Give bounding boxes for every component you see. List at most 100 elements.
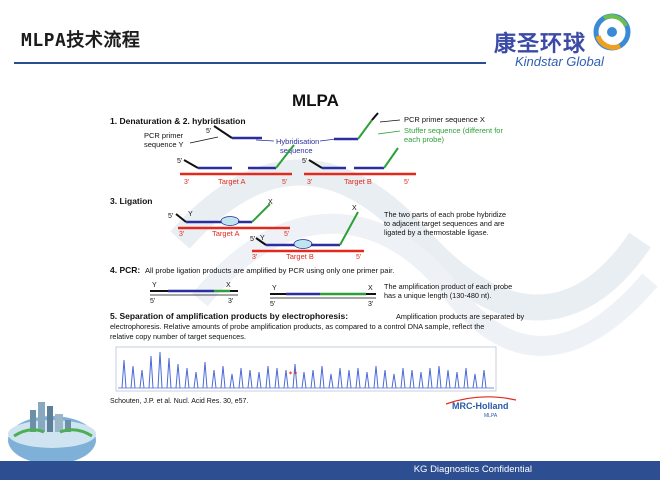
trace-peak <box>346 369 352 389</box>
mlpa-sub-text: MLPA <box>484 413 498 419</box>
trace-peak <box>310 369 316 389</box>
primer-y-segment <box>213 125 233 139</box>
prime3-label: 3' <box>368 301 373 308</box>
trace-peak <box>355 367 361 389</box>
y-label: Y <box>152 282 157 289</box>
trace-peak <box>292 363 298 389</box>
step4-heading: 4. PCR: <box>110 265 140 275</box>
prime5-label: 5' <box>356 254 361 261</box>
pcr-desc-2: has a unique length (130-480 nt). <box>384 291 492 300</box>
trace-peak <box>247 369 253 389</box>
step1-heading: 1. Denaturation & 2. hybridisation <box>110 116 246 126</box>
trace-peak <box>445 369 451 389</box>
prime5-label: 5' <box>206 128 211 135</box>
trace-peak <box>256 371 262 389</box>
trace-peak <box>175 363 181 389</box>
step5-text-2: electrophoresis. Relative amounts of pro… <box>110 322 484 331</box>
primer-y-segment <box>175 213 187 223</box>
target-b-label: Target B <box>344 177 372 186</box>
pcr-primer-y-label-1: PCR primer <box>144 131 184 140</box>
hybridisation-label-2: sequence <box>280 146 313 155</box>
trace-peak <box>373 365 379 389</box>
ligation-desc-2: to adjacent target sequences and are <box>384 219 504 228</box>
y-label: Y <box>272 285 277 292</box>
brand-name-en: Kindstar Global <box>515 54 604 69</box>
trace-peak <box>409 369 415 389</box>
trace-peak <box>481 369 487 389</box>
prime3-label: 3' <box>228 298 233 305</box>
x-label: X <box>352 205 357 212</box>
trace-peak <box>265 365 271 389</box>
ligase-icon <box>293 239 313 249</box>
stuffer-green <box>275 144 295 169</box>
trace-peak <box>229 373 235 389</box>
trace-peak <box>400 367 406 389</box>
footer-text: KG Diagnostics Confidential <box>413 464 532 475</box>
ligase-icon <box>220 216 240 226</box>
step5-text-1: Amplification products are separated by <box>396 312 525 321</box>
prime5-label: 5' <box>150 298 155 305</box>
marker-stars: ✶✶ <box>288 370 298 377</box>
primer-y-segment <box>183 159 199 169</box>
trace-peak <box>220 365 226 389</box>
y-label: Y <box>260 235 265 242</box>
prime3-label: 3' <box>179 231 184 238</box>
pcr-desc-1: The amplification product of each probe <box>384 282 512 291</box>
mrc-holland-text: MRC-Holland <box>452 401 509 411</box>
trace-peak <box>463 367 469 389</box>
trace-peak <box>391 373 397 389</box>
mrc-holland-logo: MRC-Holland MLPA <box>445 396 517 419</box>
step5-heading: 5. Separation of amplification products … <box>110 311 348 321</box>
prime5-label: 5' <box>250 236 255 243</box>
trace-peak <box>382 369 388 389</box>
header-divider <box>14 62 486 64</box>
trace-peak <box>166 357 172 389</box>
pcr-primer-y-label-2: sequence Y <box>144 140 183 149</box>
x-label: X <box>368 285 373 292</box>
brand-swirl-icon <box>593 13 631 51</box>
x-label: X <box>268 199 273 206</box>
target-a-label: Target A <box>212 229 240 238</box>
trace-peak <box>193 371 199 389</box>
trace-peaks <box>121 351 487 389</box>
trace-peak <box>364 371 370 389</box>
stuffer-label-2: each probe) <box>404 135 445 144</box>
prime5-label: 5' <box>177 158 182 165</box>
stuffer-label-1: Stuffer sequence (different for <box>404 126 503 135</box>
trace-peak <box>319 365 325 389</box>
prime3-label: 3' <box>307 179 312 186</box>
x-label: X <box>226 282 231 289</box>
prime5-label: 5' <box>404 179 409 186</box>
pointer-arrow <box>377 130 401 135</box>
primer-x-segment <box>371 112 379 121</box>
brand-name-cn: 康圣环球 <box>494 32 587 57</box>
hybridisation-label-1: Hybridisation <box>276 137 319 146</box>
pointer-arrow <box>189 136 219 144</box>
trace-peak <box>454 371 460 389</box>
trace-peak <box>211 369 217 389</box>
pointer-arrow <box>319 138 337 142</box>
prime3-label: 3' <box>252 254 257 261</box>
trace-peak <box>157 351 163 389</box>
trace-peak <box>130 365 136 389</box>
trace-peak <box>418 371 424 389</box>
stuffer-green <box>339 211 359 246</box>
trace-peak <box>337 367 343 389</box>
footer-bar: KG Diagnostics Confidential <box>0 461 660 480</box>
prime5-label: 5' <box>302 158 307 165</box>
trace-peak <box>121 359 127 389</box>
trace-peak <box>238 367 244 389</box>
stuffer-green <box>251 203 271 223</box>
trace-frame <box>115 346 497 392</box>
ligation-desc-1: The two parts of each probe hybridize <box>384 210 506 219</box>
ligation-desc-3: ligated by a thermostable ligase. <box>384 228 489 237</box>
trace-peak <box>139 369 145 389</box>
trace-peak <box>148 355 154 389</box>
pcr-primer-x-label: PCR primer sequence X <box>404 115 485 124</box>
trace-peak <box>436 365 442 389</box>
trace-peak <box>184 367 190 389</box>
y-label: Y <box>188 211 193 218</box>
